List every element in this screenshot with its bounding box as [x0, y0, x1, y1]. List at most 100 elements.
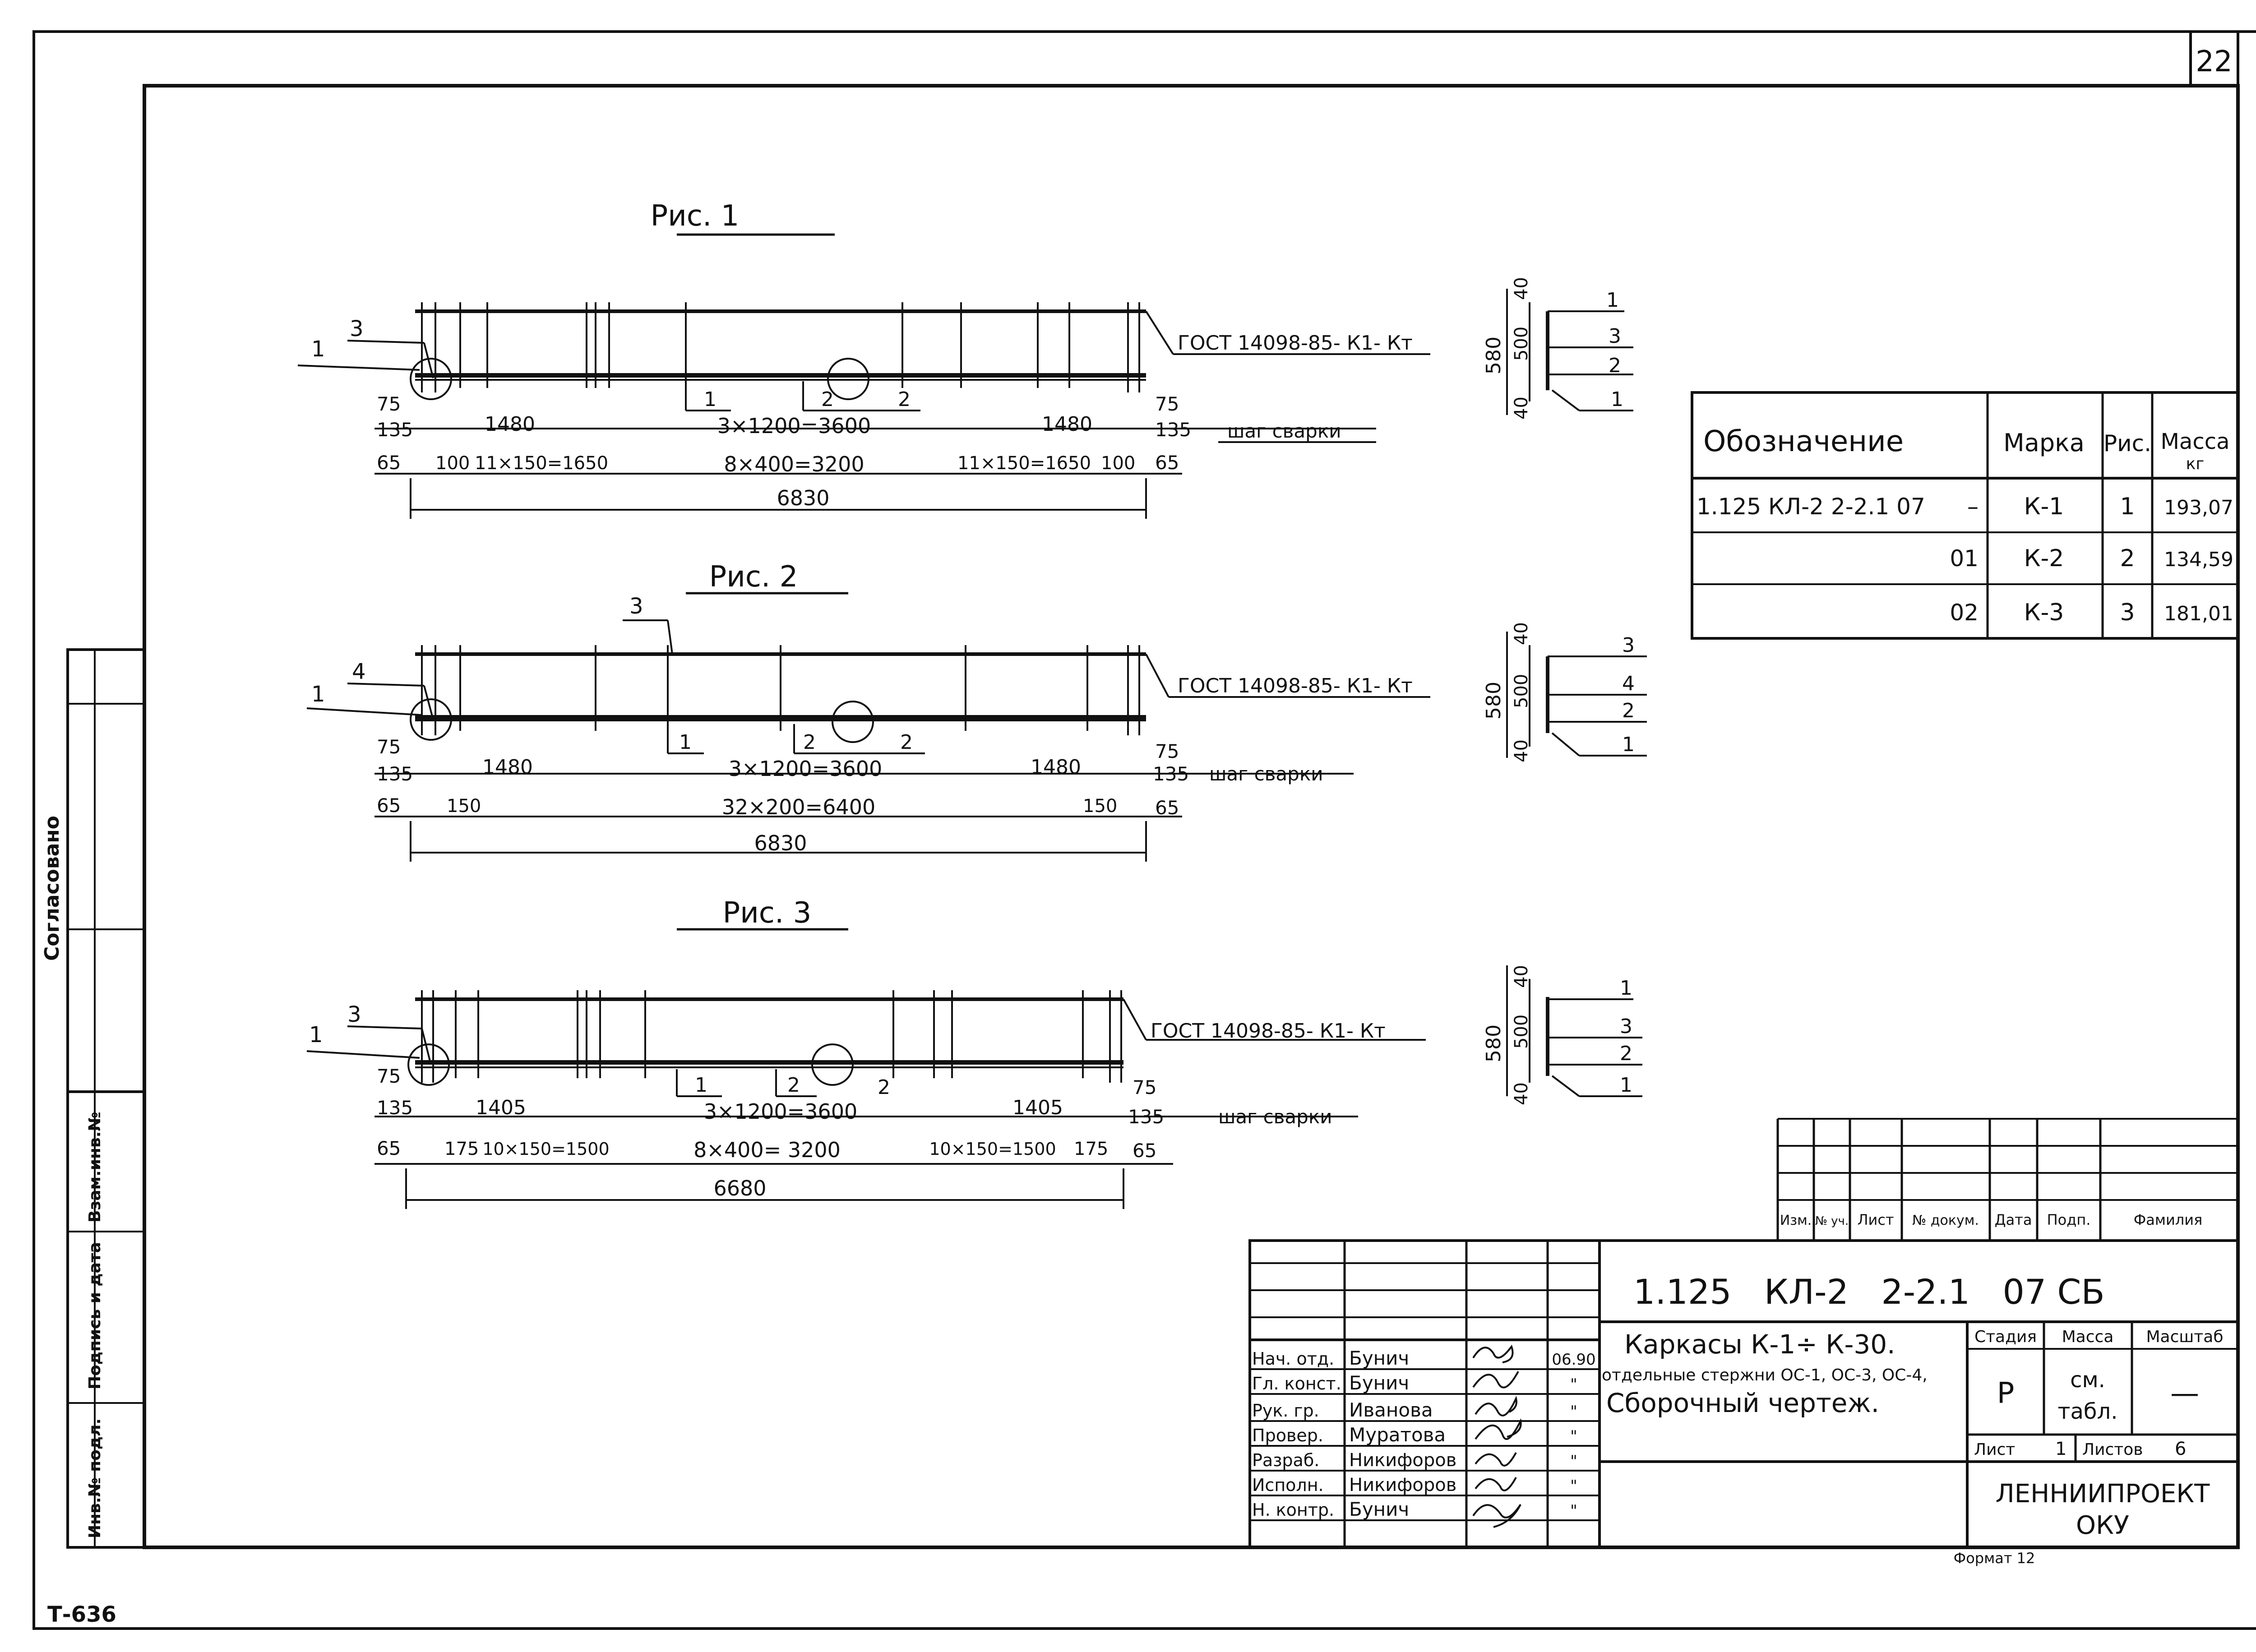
spec-row-suffix: 02 — [1950, 600, 1979, 626]
figure-2-dim-tail-b: 135 — [1153, 763, 1189, 785]
spec-header-designation: Обозначение — [1703, 425, 1904, 458]
figure-2-section-top: 40 — [1511, 622, 1532, 645]
signer-date: " — [1570, 1427, 1577, 1445]
figure-1-callout-3: 3 — [350, 316, 364, 341]
page-number-box — [2189, 30, 2239, 87]
inventory-code: Т-636 — [47, 1602, 116, 1627]
figure-3-callout-1: 1 — [309, 1022, 323, 1047]
revision-header: Подп. — [2047, 1211, 2091, 1228]
scale-value: — — [2170, 1377, 2199, 1410]
figure-2-dim2-a: 150 — [447, 796, 481, 817]
signer-name: Муратова — [1349, 1424, 1446, 1446]
revision-header: № докум. — [1912, 1213, 1979, 1228]
signer-role: Рук. гр. — [1252, 1401, 1319, 1421]
signer-name: Иванова — [1349, 1399, 1433, 1421]
figure-1: Рис. 1 ГОСТ 14098-85- К1- Кт 1 3 1 2 — [297, 199, 1633, 519]
figure-2-dim2-lead: 65 — [377, 794, 401, 817]
revision-block: Изм. № уч. Лист № докум. Дата Подп. Фами… — [1776, 1118, 2238, 1242]
figure-1-weld-step: шаг сварки — [1227, 420, 1341, 442]
figure-1-dim-left: 1480 — [485, 413, 535, 436]
figure-1-section-mark: 2 — [1609, 354, 1621, 377]
signer-role: Гл. конст. — [1252, 1374, 1341, 1394]
figure-2-section-mark: 1 — [1622, 733, 1635, 756]
spec-header-mark: Марка — [2003, 429, 2085, 457]
figure-2-dim-mid: 3×1200=3600 — [729, 757, 883, 781]
signer-date: " — [1570, 1375, 1577, 1394]
figure-3-section-inner: 500 — [1511, 1015, 1532, 1049]
sign-date-label: Подпись и дата — [86, 1242, 104, 1389]
figure-3-dim2-lead: 65 — [377, 1137, 401, 1159]
figure-1-total: 6830 — [777, 486, 829, 510]
figure-3-total: 6680 — [713, 1176, 766, 1200]
figure-3-weld-step: шаг сварки — [1218, 1106, 1332, 1128]
figure-3-section-mark: 1 — [1620, 1074, 1632, 1097]
figure-2-dim-tail-a: 75 — [1155, 740, 1179, 762]
revision-header: Изм. — [1780, 1213, 1812, 1228]
figure-1-dim-right: 1480 — [1042, 413, 1092, 436]
figure-2-section-mark: 4 — [1622, 672, 1635, 695]
figure-2-gost: ГОСТ 14098-85- К1- Кт — [1178, 674, 1413, 697]
figure-3-mark-2b: 2 — [878, 1076, 890, 1099]
figure-2-dim-lead-a: 75 — [377, 736, 401, 758]
signer-name: Бунич — [1349, 1498, 1409, 1520]
mass-value-1: см. — [2070, 1367, 2105, 1393]
figure-2-dim2-e: 150 — [1083, 796, 1117, 817]
title-block: 1.125 КЛ-2 2-2.1 07 СБ Каркасы К-1÷ К-30… — [1248, 1239, 2239, 1549]
title-line-3: Сборочный чертеж. — [1606, 1388, 1879, 1418]
signer-role: Разраб. — [1252, 1450, 1319, 1470]
signer-role: Провер. — [1252, 1426, 1323, 1445]
figure-3-section-mark: 1 — [1620, 977, 1632, 1000]
signer-date: " — [1570, 1403, 1577, 1421]
figure-1-section-inner: 500 — [1511, 327, 1532, 361]
spec-row-fig: 2 — [2120, 545, 2135, 572]
figure-2-mark-1: 1 — [679, 731, 692, 754]
revision-header: Фамилия — [2134, 1211, 2203, 1228]
figure-3-mark-2a: 2 — [787, 1074, 800, 1097]
spec-row-mass: 134,59 — [2164, 548, 2233, 571]
signer-name: Никифоров — [1349, 1475, 1456, 1495]
figure-3-section-height: 580 — [1482, 1024, 1505, 1062]
figure-2-callout-4: 4 — [352, 659, 366, 684]
figure-2-dim-left: 1480 — [482, 756, 533, 779]
figure-3-title: Рис. 3 — [723, 896, 812, 930]
stage-label: Стадия — [1974, 1328, 2037, 1346]
figure-1-section-mark: 3 — [1609, 325, 1621, 348]
approved-label: Согласовано — [41, 816, 64, 961]
inv-original-label: Инв.№ подл. — [86, 1418, 104, 1538]
doc-code: 1.125 КЛ-2 2-2.1 07 СБ — [1633, 1272, 2105, 1312]
figure-3-dim-mid: 3×1200=3600 — [704, 1099, 858, 1124]
figure-1-callout-1: 1 — [311, 337, 325, 362]
signature-scribbles — [1472, 1344, 1522, 1528]
figure-1-dim2-tail: 65 — [1155, 452, 1179, 474]
revision-header: Дата — [1995, 1211, 2032, 1228]
figure-3-dim2-a: 175 — [444, 1139, 479, 1159]
spec-header-fig: Рис. — [2103, 430, 2151, 457]
figure-3-dim2-e: 175 — [1074, 1139, 1108, 1159]
sheets-label: Листов — [2082, 1440, 2143, 1459]
figure-1-mark-1: 1 — [704, 388, 717, 411]
spec-table: Обозначение Марка Рис. Масса кг 1.125 КЛ… — [1691, 391, 2239, 640]
signer-date: " — [1570, 1502, 1577, 1520]
signer-name: Бунич — [1349, 1372, 1409, 1394]
figure-1-dim-lead-a: 75 — [377, 393, 401, 415]
figure-2-section: 40 580 500 40 3 4 2 1 — [1482, 622, 1647, 762]
signer-name: Никифоров — [1349, 1450, 1456, 1471]
org-line-1: ЛЕННИИПРОЕКТ — [1996, 1479, 2210, 1509]
figure-2-total: 6830 — [754, 831, 807, 855]
figure-3-dim2-d: 10×150=1500 — [929, 1139, 1056, 1159]
title-line-2: отдельные стержни ОС-1, ОС-3, ОС-4, — [1602, 1366, 1928, 1384]
spec-row-designation: 1.125 КЛ-2 2-2.1 07 — [1697, 494, 1925, 520]
spec-row-suffix: 01 — [1950, 545, 1979, 572]
outer-frame — [32, 30, 2256, 1630]
figure-1-mark-2b: 2 — [898, 388, 911, 411]
figure-1-gost: ГОСТ 14098-85- К1- Кт — [1178, 332, 1413, 355]
figure-2-callout-1: 1 — [311, 682, 325, 707]
figure-3-section: 40 580 500 40 1 3 2 1 — [1482, 965, 1642, 1105]
signer-date: " — [1570, 1452, 1577, 1470]
figure-3-mark-1: 1 — [695, 1074, 707, 1097]
side-stamp: Согласовано Взам.инв.№ Подпись и дата Ин… — [41, 648, 146, 1549]
figure-1-title: Рис. 1 — [651, 199, 740, 233]
figure-3-section-mark: 2 — [1620, 1042, 1632, 1065]
spec-row-mark: К-3 — [2024, 599, 2064, 626]
